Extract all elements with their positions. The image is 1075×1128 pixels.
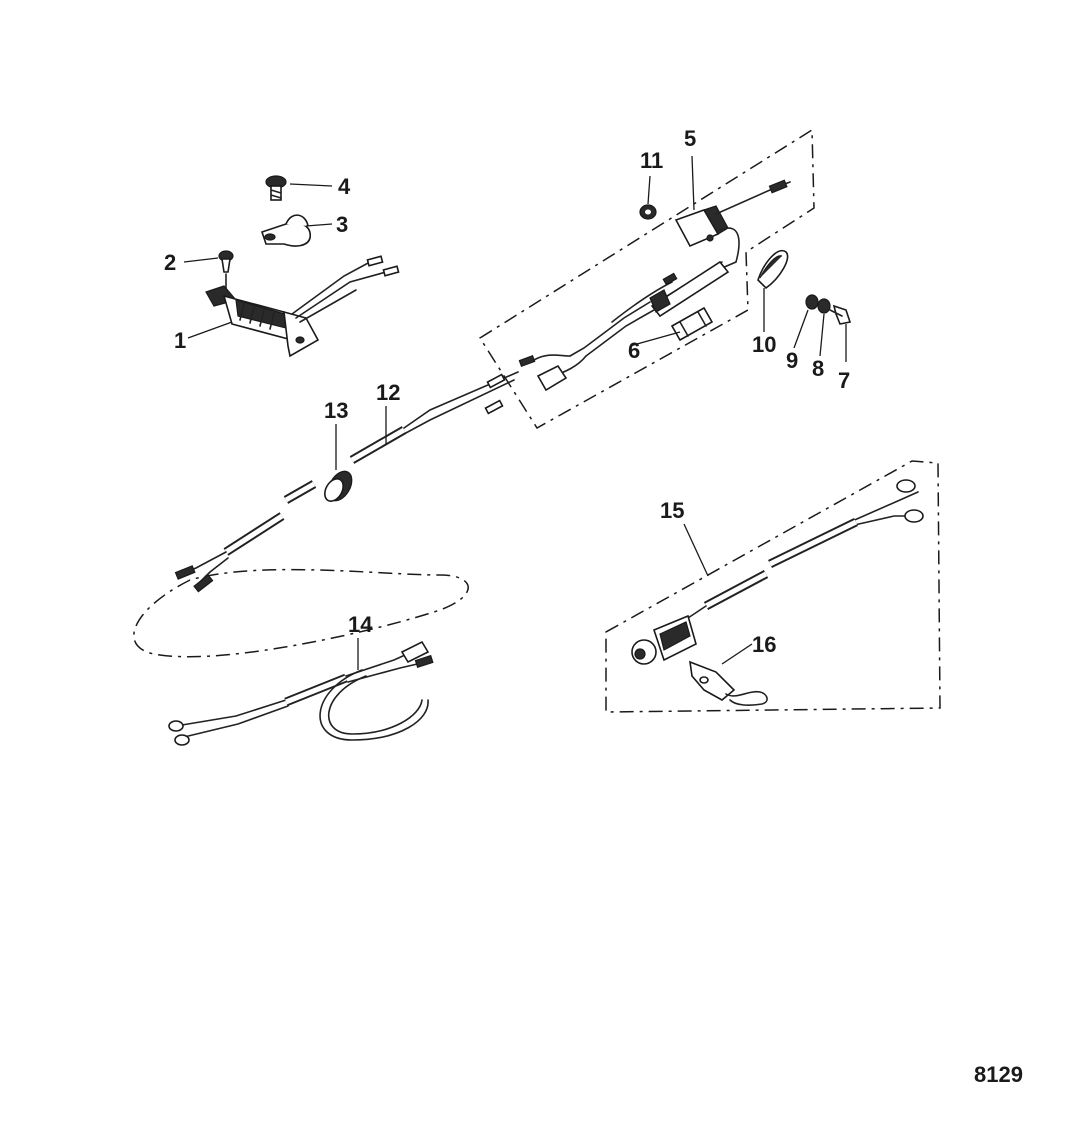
main-harness-12 <box>174 371 519 593</box>
callout-7: 7 <box>838 368 850 393</box>
screw-4 <box>265 175 287 201</box>
group-boundary-fuse-harness <box>478 128 815 430</box>
screw-2 <box>218 250 234 295</box>
harness-14 <box>168 640 434 746</box>
callout-15: 15 <box>660 498 684 523</box>
callout-3: 3 <box>336 212 348 237</box>
callout-9: 9 <box>786 348 798 373</box>
callout-8: 8 <box>812 356 824 381</box>
callout-2: 2 <box>164 250 176 275</box>
callout-14: 14 <box>348 612 373 637</box>
grommet-13 <box>324 470 353 502</box>
callout-6: 6 <box>628 338 640 363</box>
key-16 <box>689 660 768 706</box>
fuse-harness-assembly <box>518 260 730 392</box>
figure-number: 8129 <box>974 1062 1023 1087</box>
terminal-block-1 <box>205 255 400 358</box>
key-switch <box>631 614 697 665</box>
callout-12: 12 <box>376 380 400 405</box>
fuse-holder-5 <box>674 179 791 269</box>
callouts: 1 2 3 4 5 6 7 8 9 10 11 12 13 14 15 16 <box>164 126 850 657</box>
group-boundary-key-switch <box>605 460 941 713</box>
callout-10: 10 <box>752 332 776 357</box>
nut-11 <box>639 204 657 220</box>
clip-10 <box>757 249 789 290</box>
callout-1: 1 <box>174 328 186 353</box>
group-boundary-loop <box>133 568 469 658</box>
callout-16: 16 <box>752 632 776 657</box>
washer-9 <box>805 294 819 310</box>
callout-11: 11 <box>640 148 663 173</box>
lockwasher-8 <box>817 298 831 314</box>
fuse-6 <box>670 306 714 342</box>
screw-7 <box>829 304 852 325</box>
callout-5: 5 <box>684 126 696 151</box>
key-switch-harness-15 <box>687 479 924 619</box>
leader-lines <box>183 155 847 670</box>
callout-4: 4 <box>338 174 351 199</box>
clamp-3 <box>260 214 311 247</box>
callout-13: 13 <box>324 398 348 423</box>
